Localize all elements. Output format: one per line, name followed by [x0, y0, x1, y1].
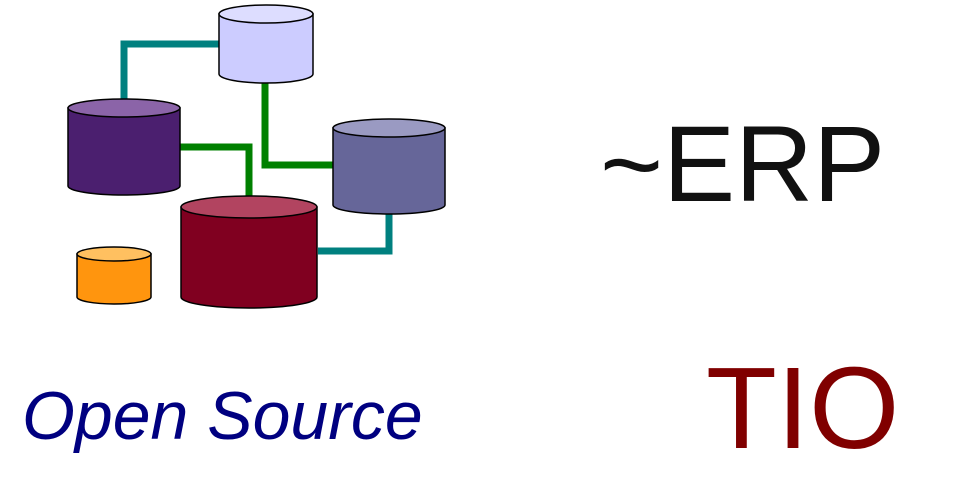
- connector-green-upper: [261, 82, 334, 169]
- connector-teal-top: [120, 40, 222, 100]
- database-network-logo: [67, 4, 446, 309]
- cylinder-slate: [332, 118, 446, 215]
- cylinder-orange: [76, 246, 152, 305]
- cylinder-purple: [67, 98, 181, 196]
- connector-green-lower: [180, 143, 253, 198]
- cylinder-lavender: [218, 4, 314, 84]
- open-source-label: Open Source: [22, 378, 423, 454]
- erp-label: ~ERP: [600, 103, 886, 224]
- connector-teal-bottom: [318, 210, 393, 255]
- tio-label: TIO: [706, 343, 900, 473]
- cylinder-maroon: [180, 195, 318, 309]
